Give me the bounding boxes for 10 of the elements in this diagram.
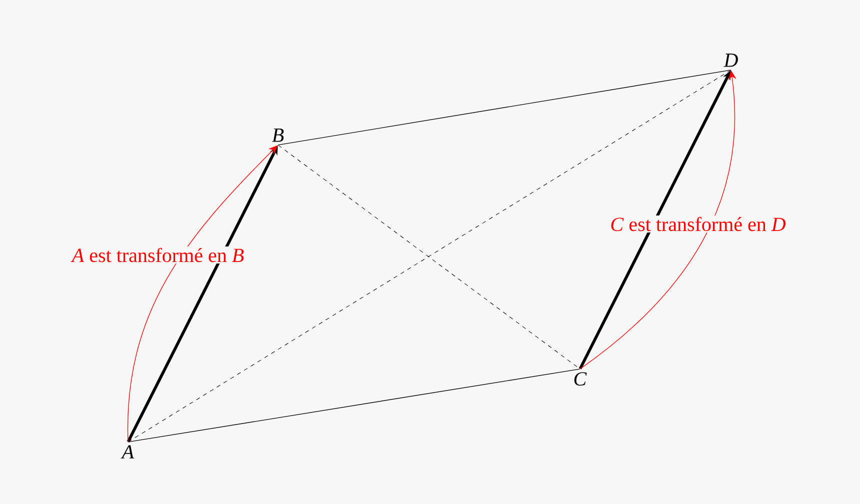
edge-label: C est transformé en D xyxy=(608,216,788,232)
point: C xyxy=(574,372,587,386)
edge-label: A est transformé en B xyxy=(70,246,246,264)
dashed-line xyxy=(128,70,731,442)
point: D xyxy=(724,54,738,67)
dashed-line xyxy=(278,144,580,370)
point: A xyxy=(120,445,134,458)
line xyxy=(128,368,580,442)
line xyxy=(278,70,732,146)
point: B xyxy=(272,128,284,142)
